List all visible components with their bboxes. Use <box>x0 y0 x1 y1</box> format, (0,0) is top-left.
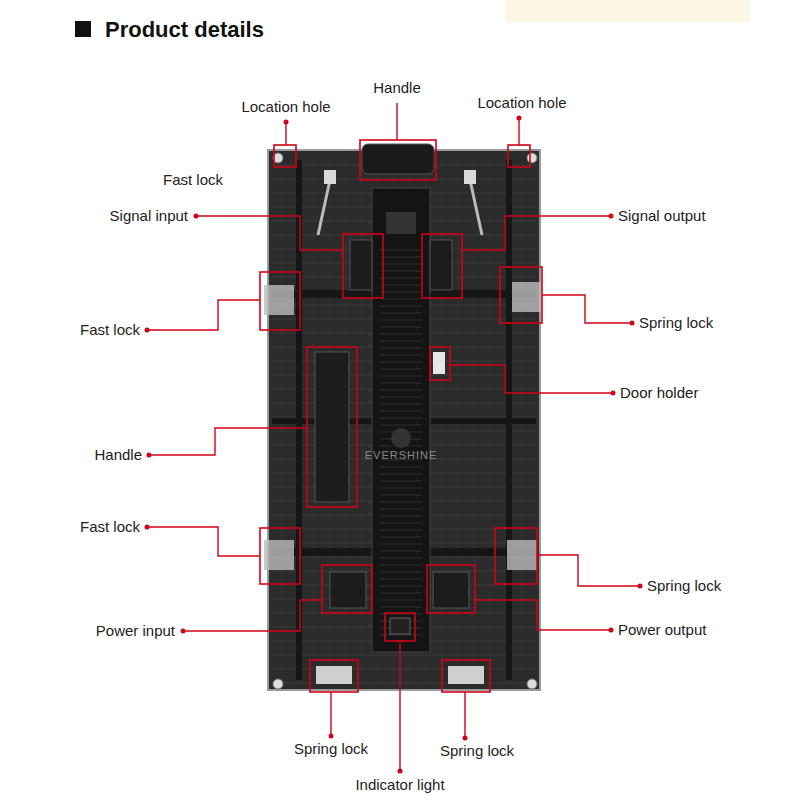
callout-box <box>307 347 357 507</box>
leader-line <box>396 103 397 140</box>
connector-socket <box>330 572 366 608</box>
corner-hole <box>527 153 537 163</box>
part-label: Fast lock <box>80 518 140 536</box>
leader-line <box>330 692 331 736</box>
corner-hole <box>273 679 283 689</box>
leader-dot <box>145 525 150 530</box>
callout-box <box>430 347 450 380</box>
door-holder <box>433 352 445 374</box>
part-label: Handle <box>94 446 142 464</box>
top-band <box>505 0 750 22</box>
leader-dot <box>329 734 334 739</box>
leader-dot <box>609 214 614 219</box>
part-label: Power input <box>96 622 175 640</box>
leader-line <box>450 365 613 393</box>
lock-head <box>324 170 336 184</box>
spine-port <box>386 212 416 234</box>
side-handle <box>315 352 349 502</box>
title: Product details <box>105 17 264 43</box>
title-square <box>75 21 91 37</box>
part-label: Handle <box>373 79 421 97</box>
connector-socket <box>350 240 372 290</box>
callout-box <box>495 528 537 584</box>
leader-dot <box>194 214 199 219</box>
callout-box <box>422 234 462 298</box>
part-label: Signal input <box>110 207 188 225</box>
part-label: Spring lock <box>647 577 721 595</box>
callouts <box>145 103 643 774</box>
lock-rod <box>318 180 330 235</box>
top-handle <box>362 144 434 174</box>
leader-line <box>147 527 260 556</box>
leader-line <box>196 216 343 250</box>
callout-box <box>427 565 475 613</box>
side-lock <box>264 285 294 315</box>
leader-line <box>475 600 611 630</box>
connector-socket <box>433 572 469 608</box>
part-label: Location hole <box>241 98 330 116</box>
leader-dot <box>611 391 616 396</box>
part-label: Fast lock <box>163 171 223 189</box>
bottom-lock <box>448 666 484 684</box>
cabinet <box>264 144 542 690</box>
callout-box <box>500 267 542 323</box>
part-label: Door holder <box>620 384 698 402</box>
leader-line <box>537 555 640 586</box>
leader-line <box>464 692 465 738</box>
leader-line <box>147 300 260 330</box>
spine-ribs <box>380 250 422 635</box>
side-lock <box>264 540 294 570</box>
leader-line <box>183 600 322 631</box>
corner-hole <box>527 679 537 689</box>
leader-dot <box>181 629 186 634</box>
leader-line <box>542 295 632 323</box>
watermark: EVERSHINE <box>365 446 438 464</box>
callout-box <box>360 140 436 180</box>
callout-box <box>310 660 358 692</box>
part-label: Fast lock <box>80 321 140 339</box>
callout-box <box>260 272 300 330</box>
lock-head <box>464 170 476 184</box>
leader-dot <box>517 116 522 121</box>
part-label: Spring lock <box>294 740 368 758</box>
part-label: Power output <box>618 621 706 639</box>
lock-rod <box>470 180 482 235</box>
frame-bar <box>296 160 302 680</box>
callout-box <box>260 528 300 584</box>
cabinet-body <box>268 150 540 690</box>
leader-dot <box>145 328 150 333</box>
leader-line <box>285 122 286 145</box>
leader-dot <box>398 769 403 774</box>
leader-dot <box>284 120 289 125</box>
callout-box <box>274 145 296 167</box>
part-label: Spring lock <box>440 742 514 760</box>
callout-box <box>508 145 530 167</box>
side-lock <box>507 540 537 570</box>
texture <box>272 154 538 686</box>
part-label: Indicator light <box>355 776 444 794</box>
leader-dot <box>463 736 468 741</box>
frame-bar <box>506 160 512 680</box>
leader-dot <box>609 628 614 633</box>
indicator <box>390 618 410 634</box>
leader-dot <box>638 584 643 589</box>
leader-line <box>518 118 519 145</box>
side-lock <box>512 282 542 312</box>
callout-box <box>385 613 415 641</box>
leader-line <box>462 216 611 250</box>
connector-socket <box>430 240 452 290</box>
callout-box <box>322 565 372 613</box>
part-label: Spring lock <box>639 314 713 332</box>
leader-dot <box>630 321 635 326</box>
callout-box <box>442 660 490 692</box>
part-label: Location hole <box>477 94 566 112</box>
leader-line <box>399 641 400 771</box>
leader-dot <box>147 453 152 458</box>
leader-line <box>149 428 307 455</box>
part-label: Signal output <box>618 207 706 225</box>
logo <box>391 428 411 448</box>
bottom-lock <box>316 666 352 684</box>
callout-box <box>343 234 383 298</box>
